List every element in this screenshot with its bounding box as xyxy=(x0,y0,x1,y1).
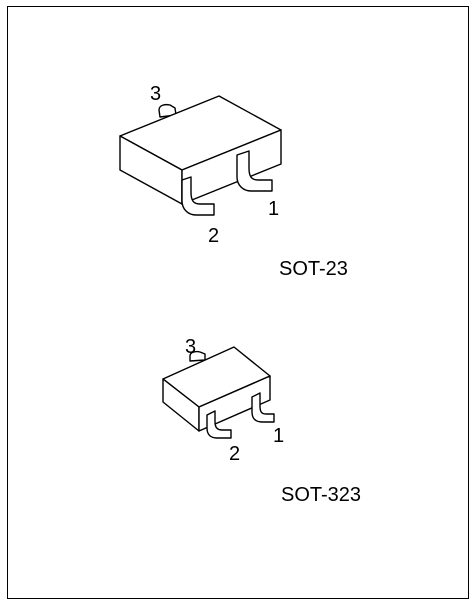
sot23-pin1-lead xyxy=(236,150,273,192)
sot23-pin1-label: 1 xyxy=(268,198,280,220)
sot23-package xyxy=(119,95,282,216)
sot23-package-name: SOT-23 xyxy=(279,258,348,280)
sot323-pin2-lead xyxy=(206,410,232,439)
sot323-pin1-label: 1 xyxy=(273,425,285,447)
sot323-pin2-label: 2 xyxy=(229,443,241,465)
sot23-pin3-label: 3 xyxy=(150,83,162,105)
sot23-pin2-lead xyxy=(181,176,215,216)
sot323-pin3-lead xyxy=(189,350,206,362)
sot323-package-name: SOT-323 xyxy=(281,484,362,506)
sot323-body-right xyxy=(198,375,271,432)
sot23-pin2-label: 2 xyxy=(208,225,220,247)
sot323-pin1-lead xyxy=(251,392,275,423)
sot23-pin3-lead xyxy=(158,103,177,118)
figure-frame xyxy=(7,6,469,599)
sot323-pin3-label: 3 xyxy=(185,336,197,358)
sot323-package xyxy=(162,346,275,439)
